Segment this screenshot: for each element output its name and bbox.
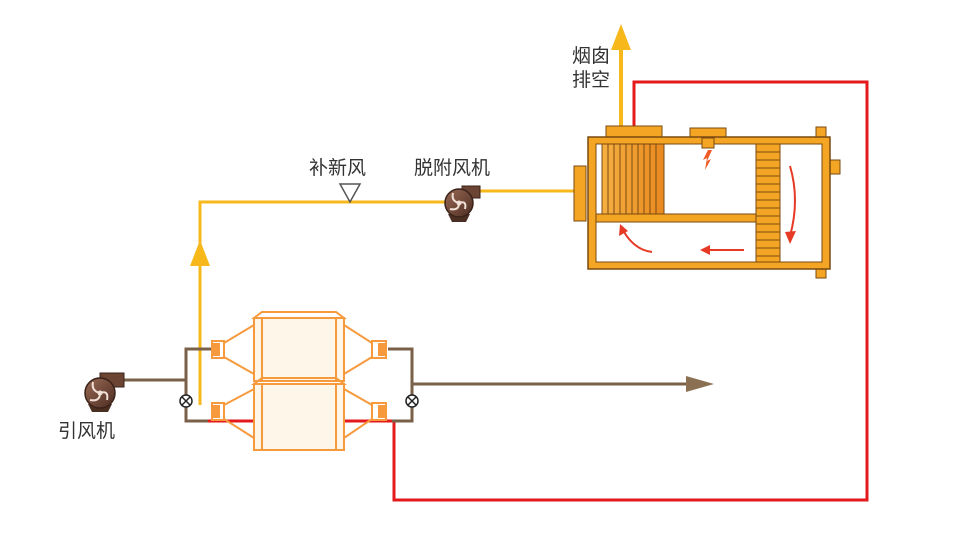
chimney-label-line1: 烟囱 xyxy=(572,45,611,67)
valve-right-icon xyxy=(405,394,419,408)
desorption-flow-arrow-icon xyxy=(190,240,210,266)
induced-fan-label: 引风机 xyxy=(58,420,116,442)
desorption-fan-label: 脱附风机 xyxy=(414,157,491,179)
exhaust-arrow-icon xyxy=(611,24,631,50)
main-exhaust-pipe xyxy=(122,347,690,423)
internal-flow-arrows xyxy=(619,165,796,255)
adsorber-unit-lower xyxy=(211,377,387,451)
induced-fan-icon xyxy=(84,372,125,412)
fresh-air-valve-icon xyxy=(338,183,362,204)
chimney-label-line2: 排空 xyxy=(572,68,611,91)
heater-flame-icon xyxy=(701,137,715,170)
heat-exchanger-coil xyxy=(601,143,665,215)
catalytic-reactor xyxy=(573,125,841,279)
outlet-arrow-icon xyxy=(686,376,714,392)
valve-left-icon xyxy=(179,394,193,408)
fresh-air-label: 补新风 xyxy=(309,157,367,179)
catalyst-bed xyxy=(755,143,781,263)
desorption-pipe xyxy=(198,189,574,405)
chimney-exhaust-label: 烟囱 排空 xyxy=(572,45,610,93)
adsorber-unit-upper xyxy=(211,311,387,382)
desorption-fan-icon xyxy=(444,185,481,222)
chimney-exhaust-pipe xyxy=(611,24,631,126)
